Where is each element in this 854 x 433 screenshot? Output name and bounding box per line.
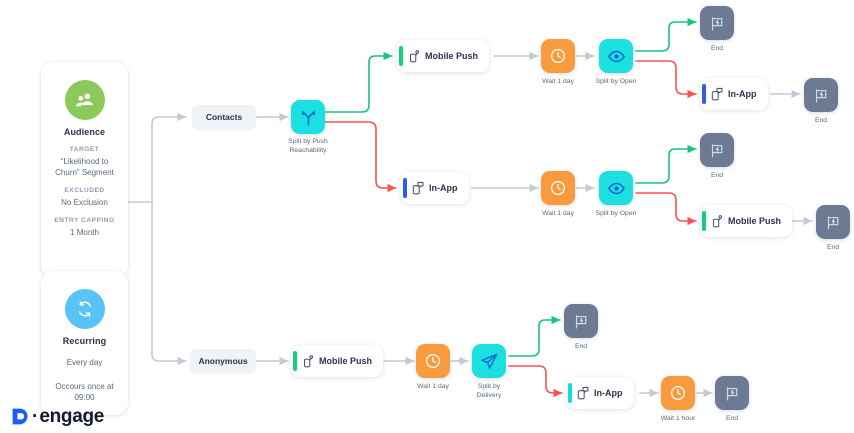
node-split-push-reachability[interactable] xyxy=(291,100,325,134)
node-top-end-2-label: End xyxy=(814,117,828,124)
dengage-logo-dot: · xyxy=(32,406,39,427)
mobile-push-icon xyxy=(297,354,319,368)
node-mid-end-2[interactable] xyxy=(816,205,850,239)
node-accent-bar xyxy=(702,211,706,231)
node-bot-wait[interactable] xyxy=(416,344,450,378)
dengage-logo: · engage xyxy=(10,406,104,427)
audience-entry-capping-value: 1 Month xyxy=(70,228,99,237)
node-bot-in-app[interactable]: In-App xyxy=(566,377,634,409)
node-accent-bar xyxy=(293,351,297,371)
node-top-end-2[interactable] xyxy=(804,78,838,112)
node-bot-end-1-label: End xyxy=(574,343,588,350)
node-split-push-reachability-label: Split by Push Reachability xyxy=(288,138,328,154)
node-bot-wait-label: Wait 1 day xyxy=(417,383,449,390)
dengage-logo-mark xyxy=(12,408,28,425)
recurring-title: Recurring xyxy=(62,336,107,346)
node-top-wait-label: Wait 1 day xyxy=(542,78,574,85)
mobile-push-icon xyxy=(706,214,728,228)
node-top-end-1[interactable] xyxy=(700,6,734,40)
node-bot-split-delivery-label: Split by Delivery xyxy=(476,383,502,399)
node-bot-end-2[interactable] xyxy=(715,376,749,410)
audience-excluded-value: No Exclusion xyxy=(61,198,108,207)
node-mid-in-app[interactable]: In-App xyxy=(401,172,469,204)
mobile-push-icon xyxy=(403,49,425,63)
node-accent-bar xyxy=(702,84,706,104)
node-accent-bar xyxy=(399,46,403,66)
audience-excluded-key: EXCLUDED xyxy=(64,187,105,194)
node-mid-in-app-label: In-App xyxy=(429,183,458,193)
node-bot-split-delivery[interactable] xyxy=(472,344,506,378)
node-bot-end-2-label: End xyxy=(725,415,739,422)
in-app-icon xyxy=(407,181,429,195)
node-mid-split-open[interactable] xyxy=(599,171,633,205)
audience-target-value: “Likelihood to Churn” Segment xyxy=(55,157,114,177)
node-bot-wait-hour-label: Wait 1 hour xyxy=(660,415,696,422)
in-app-icon xyxy=(706,87,728,101)
audience-title: Audience xyxy=(63,127,106,137)
node-bot-wait-hour[interactable] xyxy=(661,376,695,410)
people-icon xyxy=(64,80,105,120)
node-top-wait[interactable] xyxy=(541,39,575,73)
segment-anonymous[interactable]: Anonymous xyxy=(190,349,256,373)
node-bot-end-1[interactable] xyxy=(564,304,598,338)
node-top-mobile-push[interactable]: Mobile Push xyxy=(397,40,490,72)
node-top-in-app[interactable]: In-App xyxy=(700,78,768,110)
node-bot-mobile-push-label: Mobile Push xyxy=(319,356,373,366)
node-bot-mobile-push[interactable]: Mobile Push xyxy=(291,345,384,377)
node-mid-end-2-label: End xyxy=(826,244,840,251)
node-top-split-open[interactable] xyxy=(599,39,633,73)
audience-entry-capping-key: ENTRY CAPPING xyxy=(54,217,115,224)
node-mid-wait-label: Wait 1 day xyxy=(542,210,574,217)
segment-contacts[interactable]: Contacts xyxy=(192,105,256,129)
node-top-end-1-label: End xyxy=(710,45,724,52)
segment-anonymous-label: Anonymous xyxy=(198,356,248,366)
refresh-icon xyxy=(64,289,105,329)
node-mid-split-open-label: Split by Open xyxy=(595,210,637,217)
segment-contacts-label: Contacts xyxy=(205,112,243,122)
recurring-schedule: Occours once at 09:00 xyxy=(55,382,114,402)
node-mid-mobile-push[interactable]: Mobile Push xyxy=(700,205,793,237)
node-bot-in-app-label: In-App xyxy=(594,388,623,398)
node-accent-bar xyxy=(568,383,572,403)
recurring-card[interactable]: Recurring Every day Occours once at 09:0… xyxy=(41,271,128,415)
node-mid-mobile-push-label: Mobile Push xyxy=(728,216,782,226)
dengage-logo-text: engage xyxy=(39,406,105,427)
node-top-mobile-push-label: Mobile Push xyxy=(425,51,479,61)
node-accent-bar xyxy=(403,178,407,198)
in-app-icon xyxy=(572,386,594,400)
node-mid-end-1[interactable] xyxy=(700,133,734,167)
recurring-frequency: Every day xyxy=(66,358,103,367)
node-top-in-app-label: In-App xyxy=(728,89,757,99)
node-mid-end-1-label: End xyxy=(710,172,724,179)
node-top-split-open-label: Split by Open xyxy=(595,78,637,85)
audience-target-key: TARGET xyxy=(69,146,100,153)
node-mid-wait[interactable] xyxy=(541,171,575,205)
audience-card[interactable]: Audience TARGET “Likelihood to Churn” Se… xyxy=(41,62,128,278)
